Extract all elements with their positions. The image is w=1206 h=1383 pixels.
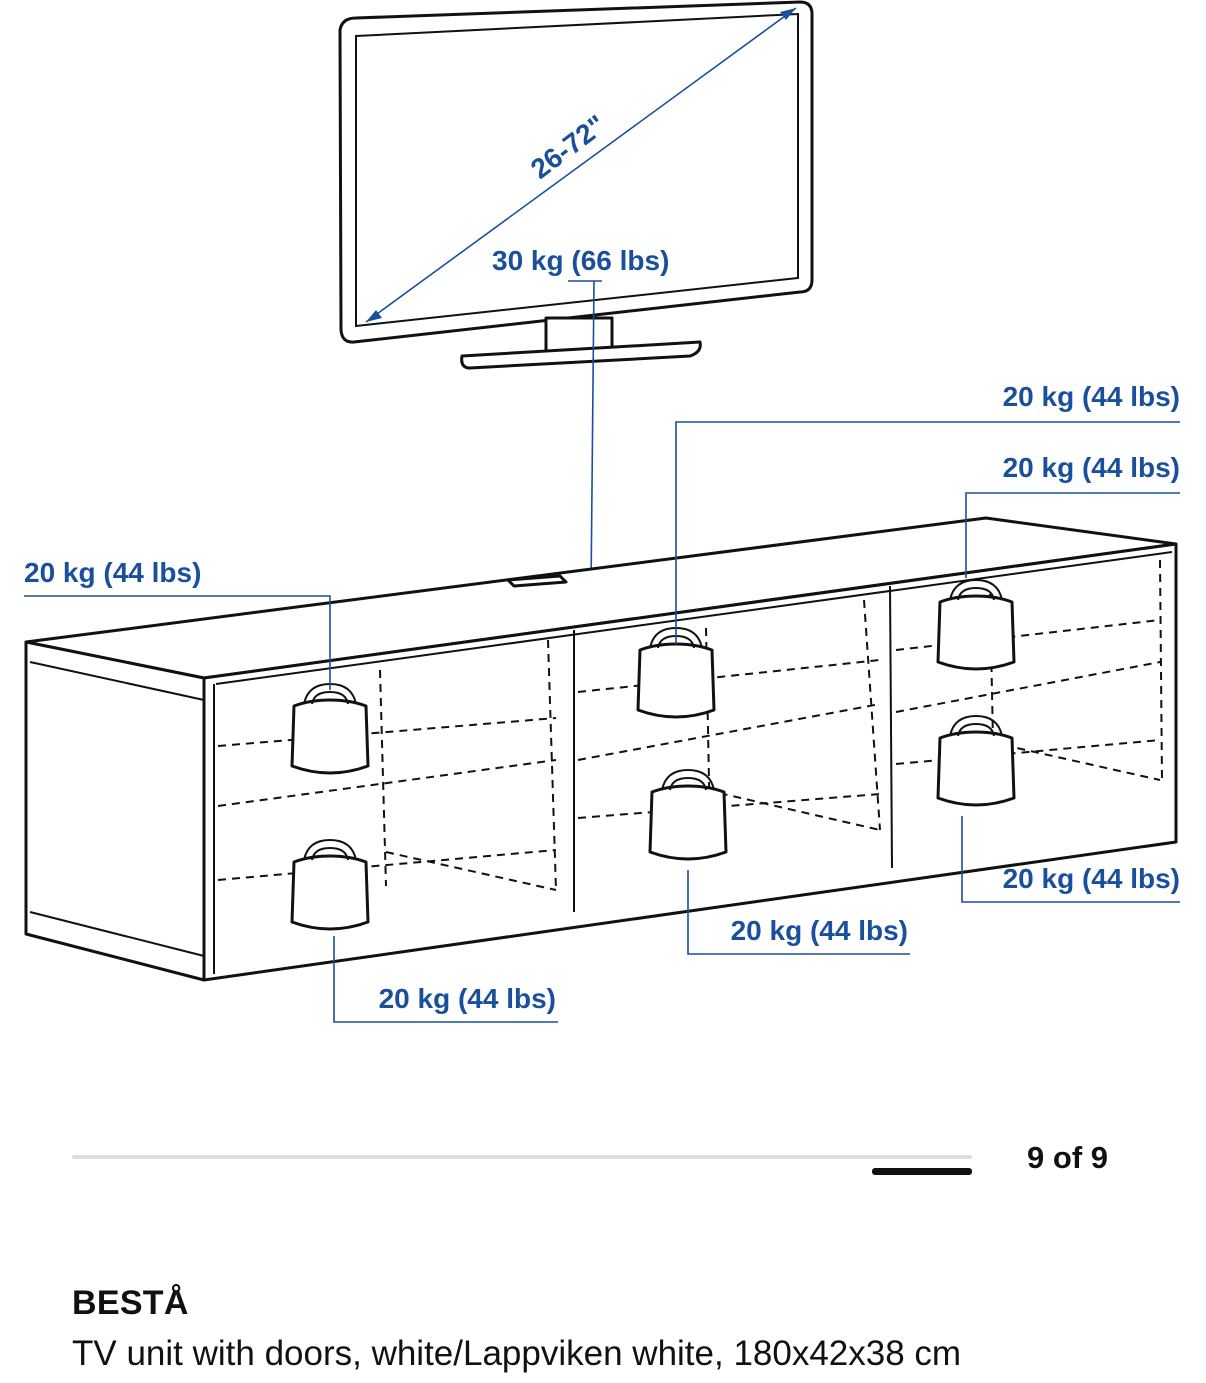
progress-indicator bbox=[872, 1168, 972, 1175]
tv-load-label: 30 kg (66 lbs) bbox=[492, 245, 669, 276]
progress-track[interactable] bbox=[72, 1155, 972, 1175]
tv-unit-drawing bbox=[24, 516, 1178, 982]
image-counter: 9 of 9 bbox=[1027, 1140, 1108, 1175]
product-illustration: 26-72" 30 kg (66 lbs) 20 kg (44 lbs) 20 bbox=[24, 0, 1180, 1023]
load-label-middle-bottom: 20 kg (44 lbs) bbox=[731, 915, 908, 946]
product-name: BESTÅ bbox=[72, 1284, 189, 1322]
product-description: TV unit with doors, white/Lappviken whit… bbox=[72, 1334, 962, 1373]
gallery-progress[interactable]: 9 of 9 bbox=[72, 1140, 1112, 1175]
tv-drawing bbox=[338, 0, 814, 370]
load-label-left-top: 20 kg (44 lbs) bbox=[24, 557, 201, 588]
load-label-right-top: 20 kg (44 lbs) bbox=[1003, 452, 1180, 483]
weight-icons bbox=[290, 578, 1016, 931]
load-label-left-bottom: 20 kg (44 lbs) bbox=[379, 983, 556, 1014]
load-label-right-bottom: 20 kg (44 lbs) bbox=[1003, 863, 1180, 894]
load-label-middle-top: 20 kg (44 lbs) bbox=[1003, 381, 1180, 412]
